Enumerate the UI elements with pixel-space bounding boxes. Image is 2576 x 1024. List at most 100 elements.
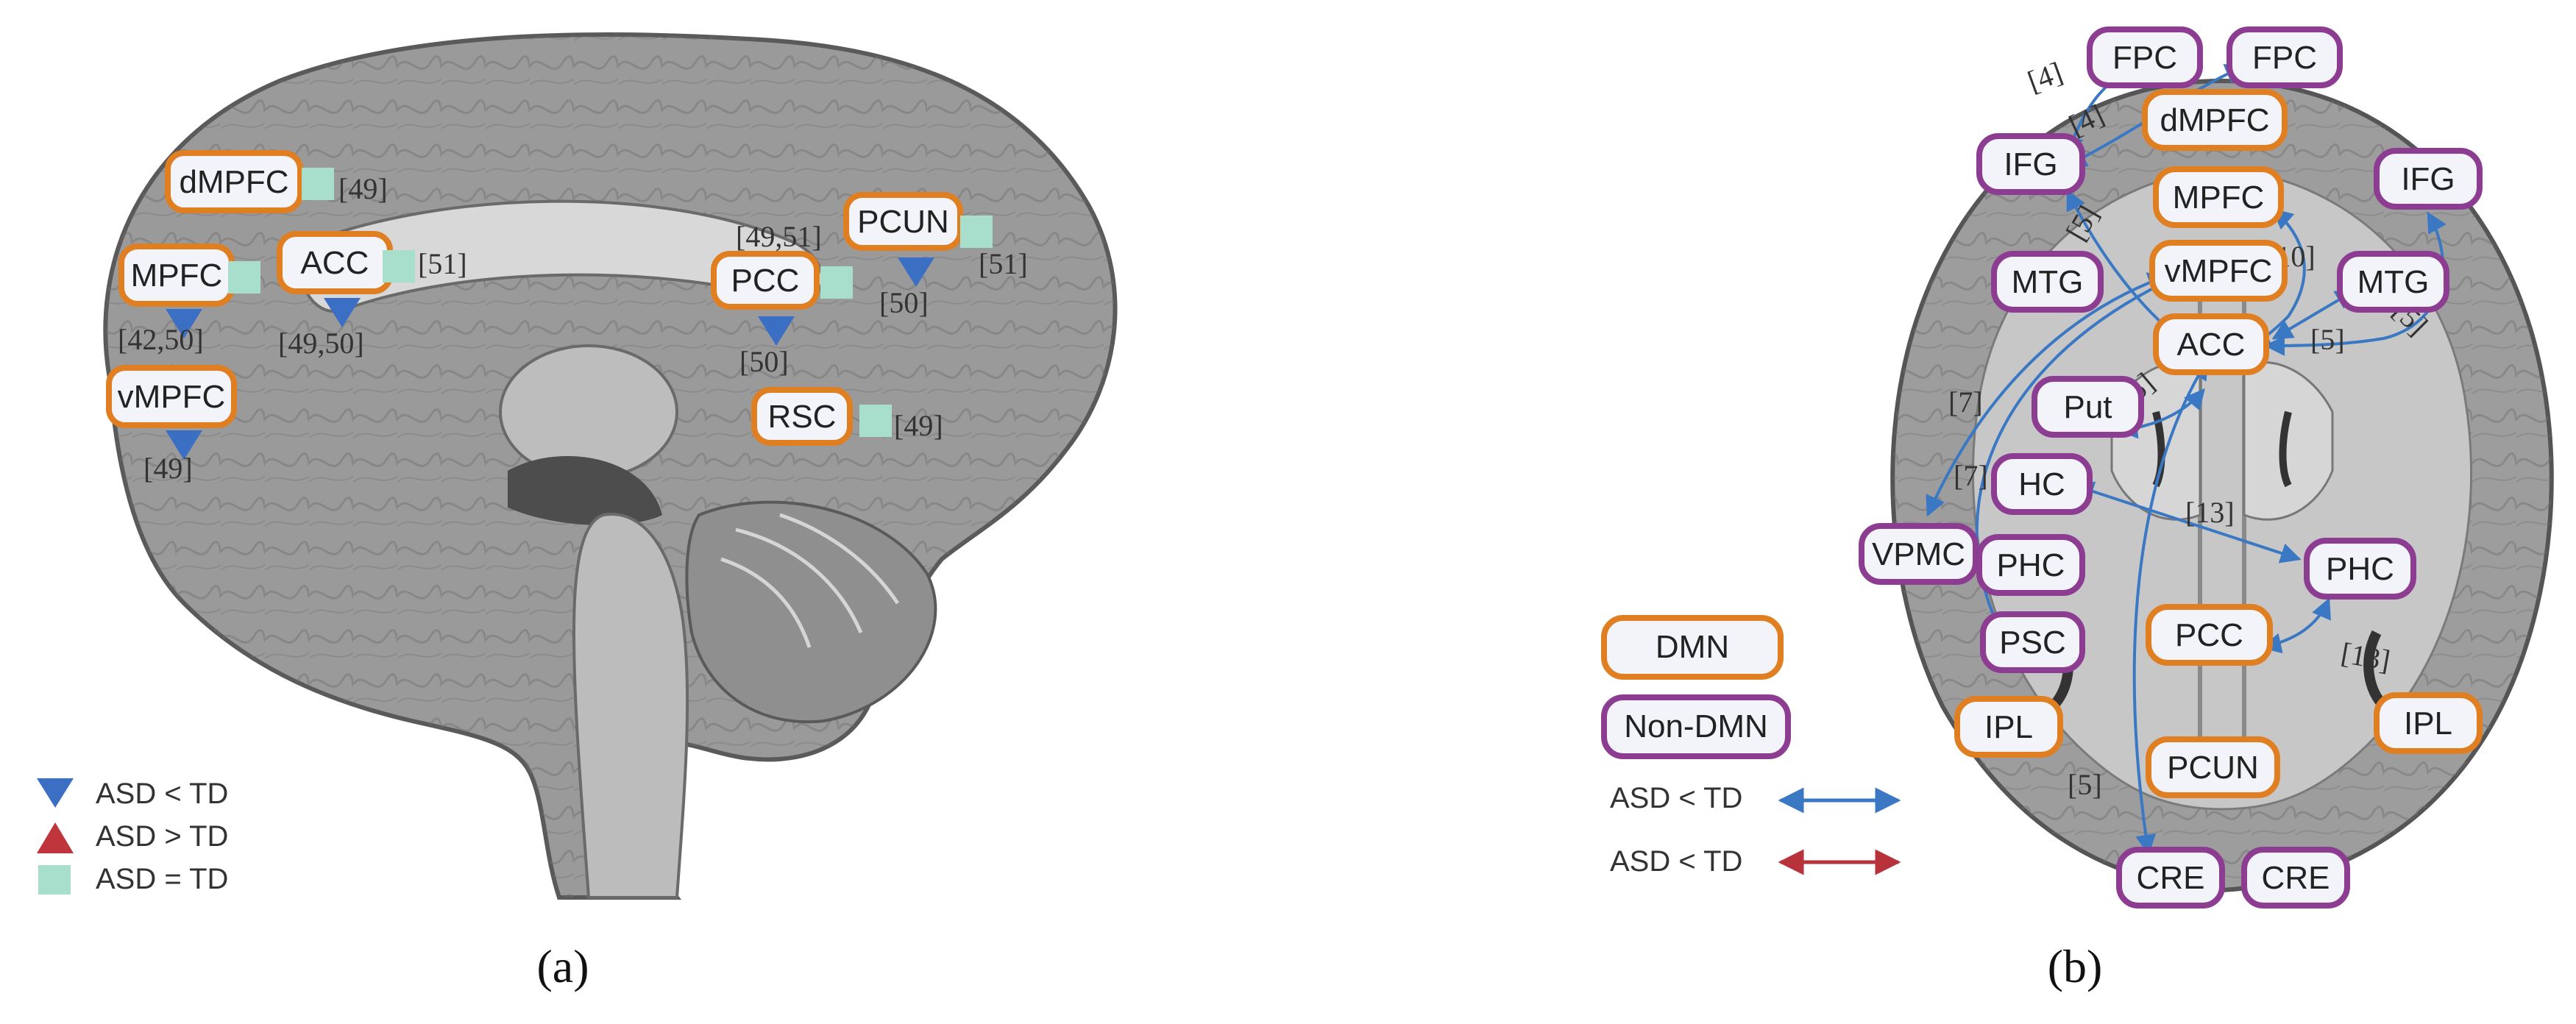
region-ref-acc: [49,50] [278,327,364,360]
node-label-phc_r: PHC [2326,551,2394,587]
node-box-mtg_l [1991,251,2104,313]
decrease-triangle-icon [898,257,934,287]
node-label-mtg_l: MTG [2012,264,2084,300]
region-mpfc: MPFC [42,50] [118,243,260,356]
node-label-vpmc: VPMC [1872,536,1965,572]
node-box-hc [1991,453,2093,515]
node-label-mtg_r: MTG [2357,264,2430,300]
node-fpc_l: FPC [2087,26,2203,88]
node-box-psc [1980,611,2085,673]
node-box-cre_l [2116,847,2225,909]
node-box-mpfc [2153,166,2284,228]
brainstem [572,513,689,899]
node-cre_l: CRE [2116,847,2225,909]
edge-ref-7: [7] [1948,385,1983,419]
region-label-acc: ACC [301,245,369,281]
node-cre_r: CRE [2241,847,2350,909]
region-ref-dmpfc: [49] [338,172,388,205]
node-pcc: PCC [2146,604,2273,666]
node-label-ifg_l: IFG [2004,146,2057,182]
region-ref-equal-pcun: [51] [979,247,1028,280]
equal-square-icon [820,266,853,299]
legend-a-item-1: ASD < TD [96,778,228,810]
legend-a-item-3: ASD = TD [96,863,228,895]
node-box-ipl_r [2374,692,2483,754]
node-label-mpfc: MPFC [2173,179,2265,216]
edge-ref-5: [5] [2310,323,2345,356]
region-box-vmpfc [106,365,237,428]
legend-nondmn-box [1601,694,1791,759]
node-ifg_r: IFG [2374,148,2483,210]
region-acc: ACC [51] [49,50] [277,231,467,360]
panel-b-caption: (b) [2048,940,2103,992]
node-acc: ACC [2153,313,2269,375]
node-hc: HC [1991,453,2093,515]
region-pcun: PCUN[51][50] [843,192,1028,319]
region-vmpfc: vMPFC [49] [106,365,237,485]
region-ref-mpfc: [42,50] [118,323,204,356]
node-label-hc: HC [2018,466,2065,502]
node-label-ipl_r: IPL [2404,705,2452,742]
node-box-mtg_r [2337,251,2449,313]
node-pcun: PCUN [2146,736,2280,798]
region-box-pcc [711,251,820,310]
region-ref-vmpfc: [49] [143,452,193,485]
node-mpfc: MPFC [2153,166,2284,228]
node-mtg_r: MTG [2337,251,2449,313]
node-ifg_l: IFG [1976,133,2085,195]
legend-blue-arrow-label: ASD < TD [1610,782,1742,814]
equal-square-icon [228,261,260,294]
node-box-pcun [2146,736,2280,798]
region-box-dmpfc [165,150,303,213]
node-box-fpc_r [2226,26,2343,88]
region-ref-equal-acc: [51] [418,247,467,280]
node-box-phc_l [1976,534,2085,596]
node-box-acc [2153,313,2269,375]
node-label-cre_l: CRE [2137,860,2205,896]
legend-dmn-label: DMN [1656,629,1729,665]
limbic-structure [508,456,662,525]
node-label-cre_r: CRE [2262,860,2330,896]
region-ref-equal-pcc: [49,51] [736,220,822,253]
node-label-ipl_l: IPL [1984,709,2033,745]
panel-b: [4] [4] [5] [10] [5] [5] [7] [7] [5] [13… [1601,26,2554,992]
node-box-dmpfc [2142,89,2288,151]
node-box-put [2032,376,2144,438]
region-label-pcun: PCUN [857,204,949,240]
legend-nondmn-label: Non-DMN [1624,708,1768,744]
node-vpmc: VPMC [1859,523,1979,585]
equal-square-icon [383,250,415,282]
region-ref-pcc: [50] [739,345,789,378]
node-box-fpc_l [2087,26,2203,88]
legend-square-icon [38,865,71,895]
region-label-mpfc: MPFC [131,257,223,294]
equal-square-icon [960,216,993,248]
decrease-triangle-icon [324,298,361,327]
equal-square-icon [859,405,892,437]
region-pcc: PCC [49,51] [50] [711,220,853,378]
node-label-fpc_r: FPC [2252,40,2317,76]
node-label-pcun: PCUN [2167,750,2259,786]
region-label-dmpfc: dMPFC [179,164,288,200]
node-label-put: Put [2063,389,2112,425]
decrease-triangle-icon [166,430,202,460]
panel-a: dMPFC [49] MPFC [42,50] ACC [51] [49,50] vMPFC [… [37,32,1118,992]
edge-acc-cre [2132,358,2209,856]
node-box-vmpfc [2149,240,2288,302]
legend-b: DMN Non-DMN ASD < TD ASD < TD [1601,615,1901,878]
node-label-phc_l: PHC [1997,547,2065,583]
cerebellum [685,500,937,724]
node-dmpfc: dMPFC [2142,89,2288,151]
legend-dmn-box [1601,615,1784,680]
region-label-vmpfc: vMPFC [118,379,226,415]
node-box-ipl_l [1954,696,2063,758]
legend-down-triangle-icon [37,778,74,808]
legend-red-arrow-label: ASD < TD [1610,845,1742,878]
region-box-rsc [751,387,853,446]
edge-ref-12: [5] [2068,768,2102,801]
decrease-triangle-icon [758,316,795,346]
node-mtg_l: MTG [1991,251,2104,313]
region-ref-rsc: [49] [894,409,943,442]
region-label-pcc: PCC [731,263,800,299]
